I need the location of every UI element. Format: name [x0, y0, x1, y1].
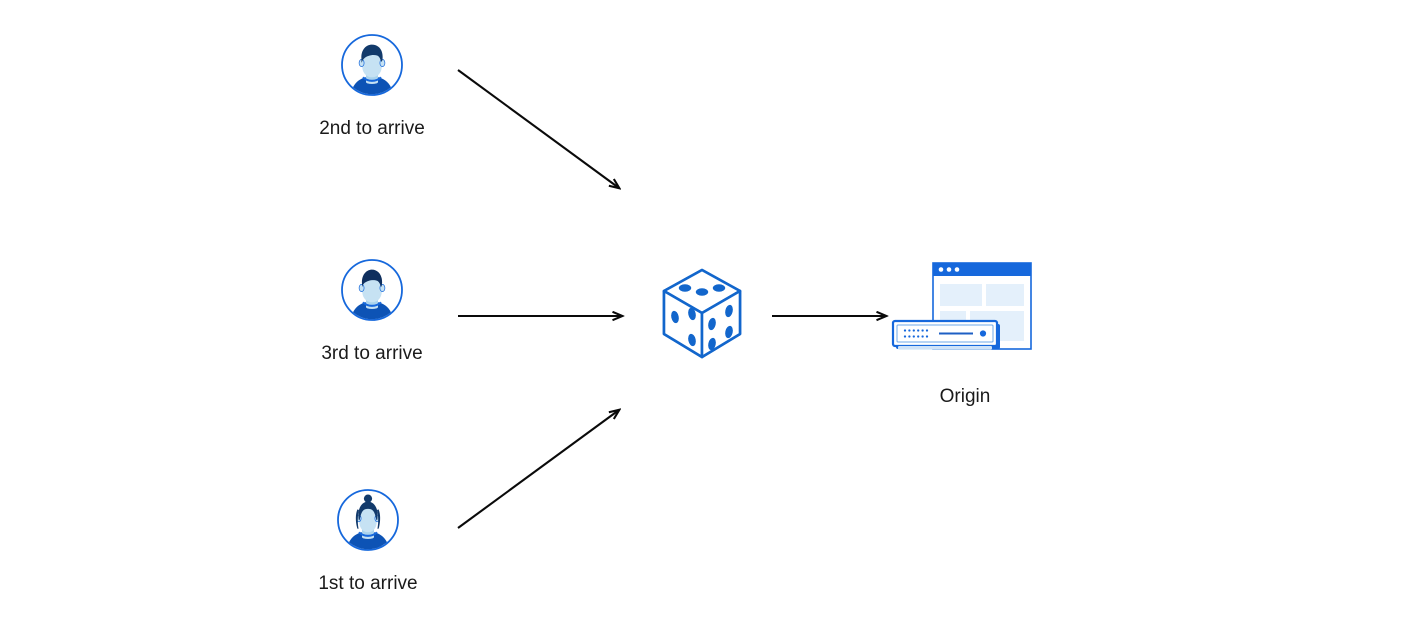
origin-server-icon: [865, 258, 1065, 373]
user-avatar-icon: [340, 33, 404, 102]
node-label: 2nd to arrive: [319, 118, 425, 139]
edge-1st-to-dice: [457, 410, 619, 529]
server-appliance: [891, 319, 1000, 350]
user-avatar-icon: [336, 488, 400, 557]
node-label: 3rd to arrive: [321, 343, 423, 364]
dice-icon: [654, 264, 750, 369]
node-client-3rd[interactable]: 3rd to arrive: [297, 258, 447, 366]
node-label: 1st to arrive: [318, 573, 418, 594]
node-client-2nd[interactable]: 2nd to arrive: [297, 33, 447, 141]
node-load-balancer[interactable]: [652, 264, 752, 369]
node-origin-server[interactable]: Origin: [865, 258, 1065, 409]
user-avatar-icon: [340, 258, 404, 327]
node-label: Origin: [939, 386, 991, 407]
node-client-1st[interactable]: 1st to arrive: [293, 488, 443, 596]
edge-2nd-to-dice: [457, 69, 619, 188]
